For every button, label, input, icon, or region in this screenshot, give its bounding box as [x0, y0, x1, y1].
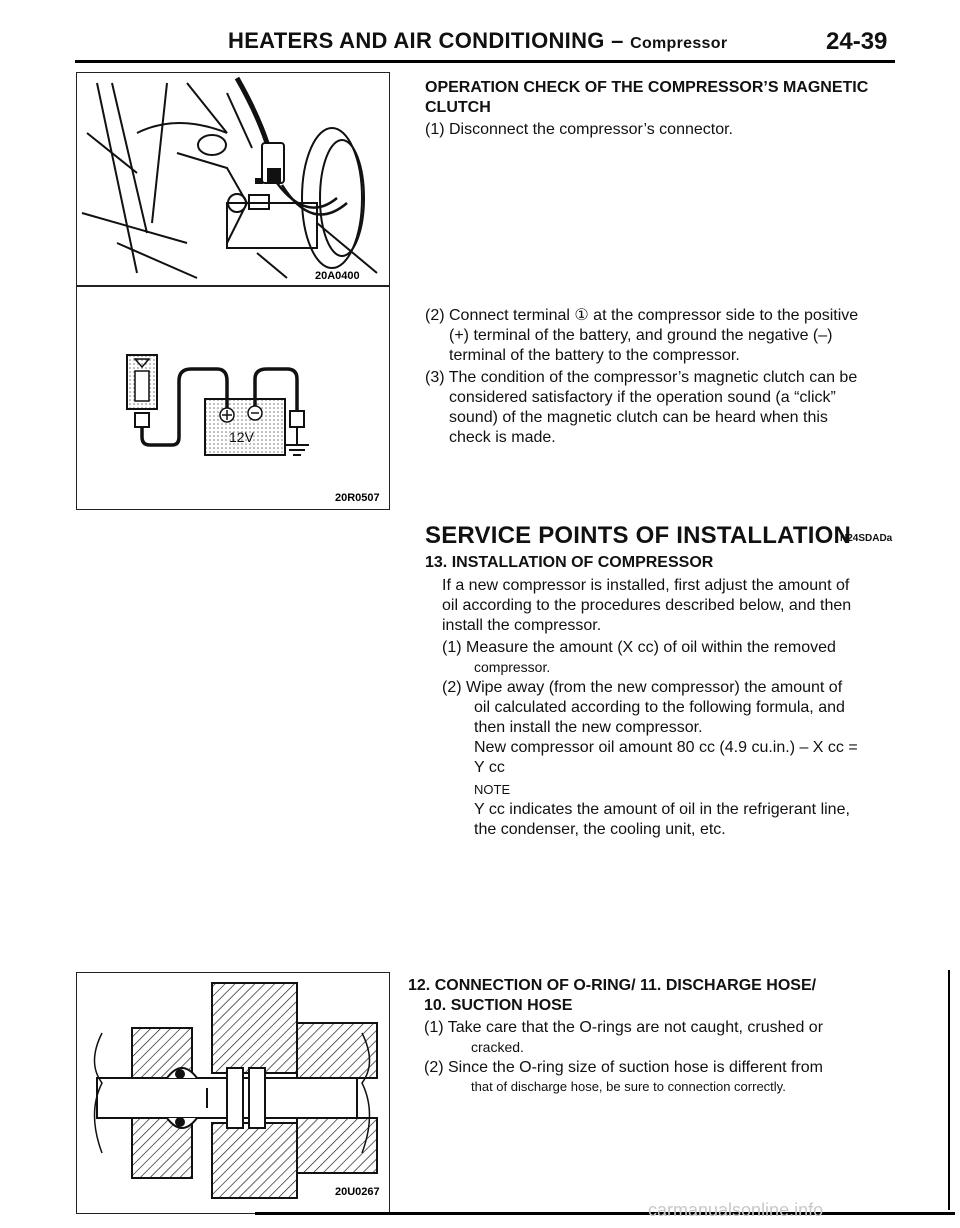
- text-line: sound) of the magnetic clutch can be hea…: [449, 409, 828, 426]
- text-line: (3) The condition of the compressor’s ma…: [425, 369, 858, 386]
- header-rule: [75, 60, 895, 63]
- text-line: then install the new compressor.: [474, 719, 703, 736]
- text-line: cracked.: [471, 1039, 524, 1055]
- compressor-connector-drawing: 20A0400: [81, 76, 378, 282]
- section-operation-check-title: OPERATION CHECK OF THE COMPRESSOR’S MAGN…: [425, 78, 868, 118]
- text-line: oil calculated according to the followin…: [474, 699, 845, 716]
- note-text: Y cc indicates the amount of oil in the …: [474, 800, 899, 840]
- hose-connection-section: 20U0267: [93, 982, 380, 1199]
- title-sub: Compressor: [630, 35, 728, 52]
- oring-hose-title: 12. CONNECTION OF O-RING/ 11. DISCHARGE …: [408, 976, 816, 1016]
- figure-code: 20R0507: [335, 492, 380, 504]
- footer-rule: [255, 1212, 955, 1215]
- oil-formula-result: Y cc: [474, 759, 505, 776]
- step-connect-terminal: (2) Connect terminal ① at the compressor…: [425, 306, 895, 366]
- text-line: (1) Take care that the O-rings are not c…: [424, 1019, 824, 1036]
- text-line: terminal of the battery to the compresso…: [449, 347, 740, 364]
- page-title: HEATERS AND AIR CONDITIONING – Compresso…: [228, 28, 727, 54]
- watermark: carmanualsonline.info: [648, 1200, 824, 1220]
- note-label: NOTE: [474, 782, 511, 797]
- text-line: (1) Measure the amount (X cc) of oil wit…: [442, 639, 836, 656]
- text-line: that of discharge hose, be sure to conne…: [471, 1079, 786, 1094]
- text-line: Y cc indicates the amount of oil in the …: [474, 801, 850, 818]
- installation-intro: If a new compressor is installed, first …: [442, 576, 897, 636]
- text-line: (2) Connect terminal ① at the compressor…: [425, 307, 859, 324]
- connector-icon: [126, 354, 158, 428]
- wires: [140, 367, 299, 447]
- text-line: compressor.: [474, 659, 551, 675]
- step-disconnect-connector: (1) Disconnect the compressor’s connecto…: [425, 121, 733, 138]
- figure-oring-hose-section: 20U0267: [76, 972, 390, 1214]
- wiring-diagram: 12V 20R0507: [126, 354, 380, 504]
- section-code: N24SDADa: [840, 533, 893, 544]
- text-line: (2) Wipe away (from the new compressor) …: [442, 679, 843, 696]
- text-line: install the compressor.: [442, 617, 602, 634]
- ground-icon: [285, 410, 309, 456]
- figure-code: 20U0267: [335, 1186, 380, 1198]
- title-line: 10. SUCTION HOSE: [424, 997, 573, 1014]
- page-number: 24-39: [826, 28, 888, 55]
- battery-icon: 12V: [204, 398, 286, 456]
- oil-formula: New compressor oil amount 80 cc (4.9 cu.…: [474, 739, 858, 756]
- text-line: check is made.: [449, 429, 556, 446]
- step-oring-care: (1) Take care that the O-rings are not c…: [424, 1018, 899, 1056]
- figure-compressor-connector: 20A0400: [76, 72, 390, 286]
- title-main: HEATERS AND AIR CONDITIONING: [228, 28, 605, 53]
- installation-of-compressor-title: 13. INSTALLATION OF COMPRESSOR: [425, 554, 714, 571]
- step-oring-size: (2) Since the O-ring size of suction hos…: [424, 1058, 899, 1096]
- figure-code: 20A0400: [315, 270, 360, 282]
- title-separator: –: [611, 28, 624, 53]
- section-service-points-title: SERVICE POINTS OF INSTALLATION: [425, 522, 852, 549]
- battery-voltage-label: 12V: [229, 429, 255, 445]
- text-line: oil according to the procedures describe…: [442, 597, 852, 614]
- step-measure-oil: (1) Measure the amount (X cc) of oil wit…: [442, 638, 897, 676]
- step-wipe-oil: (2) Wipe away (from the new compressor) …: [442, 678, 897, 778]
- text-line: If a new compressor is installed, first …: [442, 577, 850, 594]
- step-check-click-sound: (3) The condition of the compressor’s ma…: [425, 368, 895, 448]
- text-line: the condenser, the cooling unit, etc.: [474, 821, 726, 838]
- title-line: 12. CONNECTION OF O-RING/ 11. DISCHARGE …: [408, 977, 817, 994]
- text-line: (+) terminal of the battery, and ground …: [449, 327, 833, 344]
- page-edge-rule: [948, 970, 950, 1210]
- text-line: (2) Since the O-ring size of suction hos…: [424, 1059, 823, 1076]
- text-line: considered satisfactory if the operation…: [449, 389, 836, 406]
- title-line: OPERATION CHECK OF THE COMPRESSOR’S MAGN…: [425, 79, 869, 96]
- figure-wiring-diagram: 12V 20R0507: [76, 286, 390, 510]
- title-line: CLUTCH: [425, 99, 491, 116]
